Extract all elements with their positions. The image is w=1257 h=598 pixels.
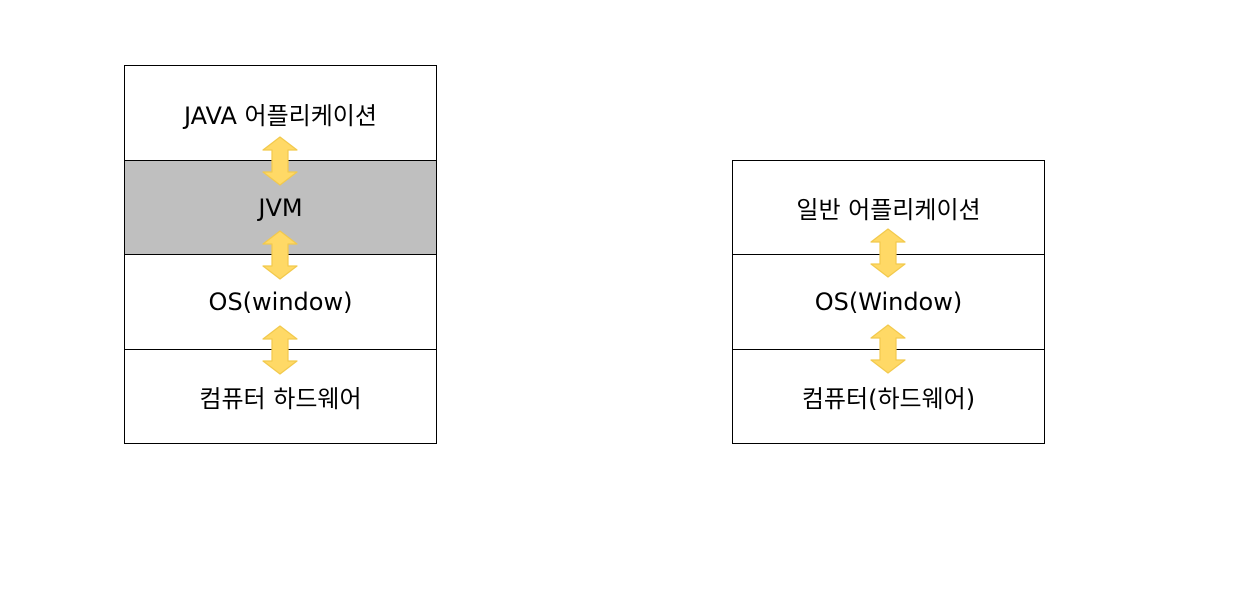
computer-hardware-label: 컴퓨터 하드웨어 <box>199 385 362 413</box>
os-window-label: OS(Window) <box>814 288 963 316</box>
java-application-label: JAVA 어플리케이션 <box>184 101 377 130</box>
double-arrow-icon <box>262 230 298 280</box>
computer-hardware-label: 컴퓨터(하드웨어) <box>801 385 976 413</box>
jvm-label: JVM <box>258 193 303 222</box>
general-application-label: 일반 어플리케이션 <box>796 196 981 224</box>
double-arrow-icon <box>262 325 298 375</box>
os-window-label: OS(window) <box>208 288 353 316</box>
double-arrow-icon <box>870 228 906 278</box>
computer-hardware-layer: 컴퓨터(하드웨어) <box>732 349 1045 444</box>
double-arrow-icon <box>870 324 906 374</box>
double-arrow-icon <box>262 136 298 186</box>
